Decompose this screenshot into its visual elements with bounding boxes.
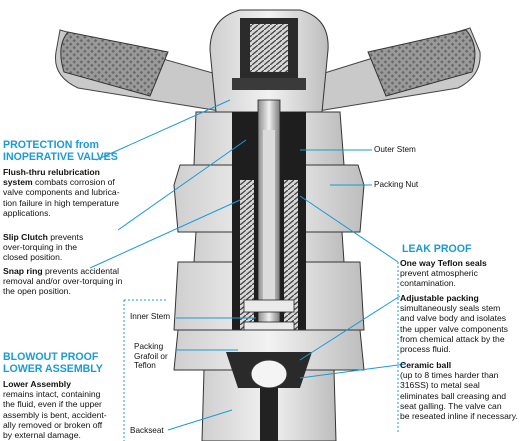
label-backseat: Backseat — [130, 426, 164, 435]
ceramic-ball-description: Ceramic ball (up to 8 times harder than … — [400, 360, 524, 421]
flush-text-1: combats corrosion of — [32, 177, 115, 188]
slip-text-3: closed position. — [3, 252, 63, 263]
flush-text-4: applications. — [3, 207, 51, 218]
flush-thru-description: Flush-thru relubrication system combats … — [3, 167, 153, 218]
ball-line-3: eliminates ball creasing and — [400, 390, 507, 401]
blowout-line-2: the fluid, even if the upper — [3, 399, 102, 410]
snap-ring-description: Snap ring prevents accidental removal an… — [3, 266, 163, 297]
label-packing-3: Teflon — [134, 361, 156, 371]
label-packing-nut: Packing Nut — [374, 180, 419, 189]
flush-text-3: tion failure in high temperature — [3, 197, 120, 208]
snap-text-3: the open position. — [3, 286, 71, 297]
blowout-heading-2: LOWER ASSEMBLY — [3, 363, 103, 375]
blowout-heading-1: BLOWOUT PROOF — [3, 351, 99, 363]
handle-arms — [54, 27, 481, 113]
flush-title-1: Flush-thru relubrication — [3, 167, 100, 177]
label-outer-stem: Outer Stem — [374, 145, 416, 154]
leak-proof-heading: LEAK PROOF — [402, 243, 472, 255]
leader-lines — [89, 99, 407, 441]
packing-line-3: the upper valve components — [400, 323, 508, 334]
blowout-line-1: remains intact, containing — [3, 389, 101, 400]
snap-text-2: removal and/or over-torquing in — [3, 276, 123, 287]
packing-title: Adjustable packing — [400, 293, 479, 303]
slip-title: Slip Clutch — [3, 232, 48, 242]
label-packing: Packing Grafoil or Teflon — [134, 342, 168, 371]
packing-line-2: and valve body and isolates — [400, 313, 507, 324]
ball-line-5: be reseated inline if necessary. — [400, 411, 518, 422]
ball-title: Ceramic ball — [400, 360, 452, 370]
flush-text-2: valve components and lubrica- — [3, 187, 120, 198]
adjustable-packing-description: Adjustable packing simultaneously seals … — [400, 293, 524, 354]
label-packing-1: Packing — [134, 342, 164, 351]
blowout-line-4: ally removed or broken off — [3, 419, 103, 430]
lower-assembly-description: Lower Assembly remains intact, containin… — [3, 379, 123, 440]
label-packing-2: Grafoil or — [134, 351, 168, 361]
teflon-line-2: contamination. — [400, 278, 456, 289]
handle-hub — [209, 9, 329, 113]
flush-title-2: system — [3, 177, 33, 188]
label-inner-stem: Inner Stem — [130, 312, 171, 321]
protection-heading-1: PROTECTION from — [3, 139, 99, 151]
teflon-title: One way Teflon seals — [400, 258, 487, 268]
packing-line-1: simultaneously seals stem — [400, 303, 501, 314]
slip-text-2: over-torquing in the — [3, 242, 78, 253]
ball-line-2: 316SS) to metal seal — [400, 380, 480, 391]
teflon-line-1: prevent atmospheric — [400, 268, 478, 279]
packing-line-4: from chemical attack by the — [400, 333, 505, 344]
ball-line-1: (up to 8 times harder than — [400, 370, 499, 381]
snap-text-1: prevents accidental — [42, 266, 120, 276]
bore-section — [232, 99, 306, 352]
ball-line-4: seat galling. The valve can — [400, 400, 502, 411]
protection-heading-2: INOPERATIVE VALVES — [3, 151, 118, 163]
slip-clutch-description: Slip Clutch prevents over-torquing in th… — [3, 232, 153, 263]
packing-line-5: process fluid. — [400, 344, 451, 355]
snap-title: Snap ring — [3, 266, 43, 276]
slip-text-1: prevents — [47, 232, 84, 242]
lower-assembly-title: Lower Assembly — [3, 379, 71, 389]
blowout-line-5: by external damage. — [3, 430, 81, 441]
blowout-line-3: assembly is bent, accident- — [3, 409, 107, 420]
lower-assembly — [173, 329, 365, 441]
teflon-seals-description: One way Teflon seals prevent atmospheric… — [400, 258, 524, 289]
